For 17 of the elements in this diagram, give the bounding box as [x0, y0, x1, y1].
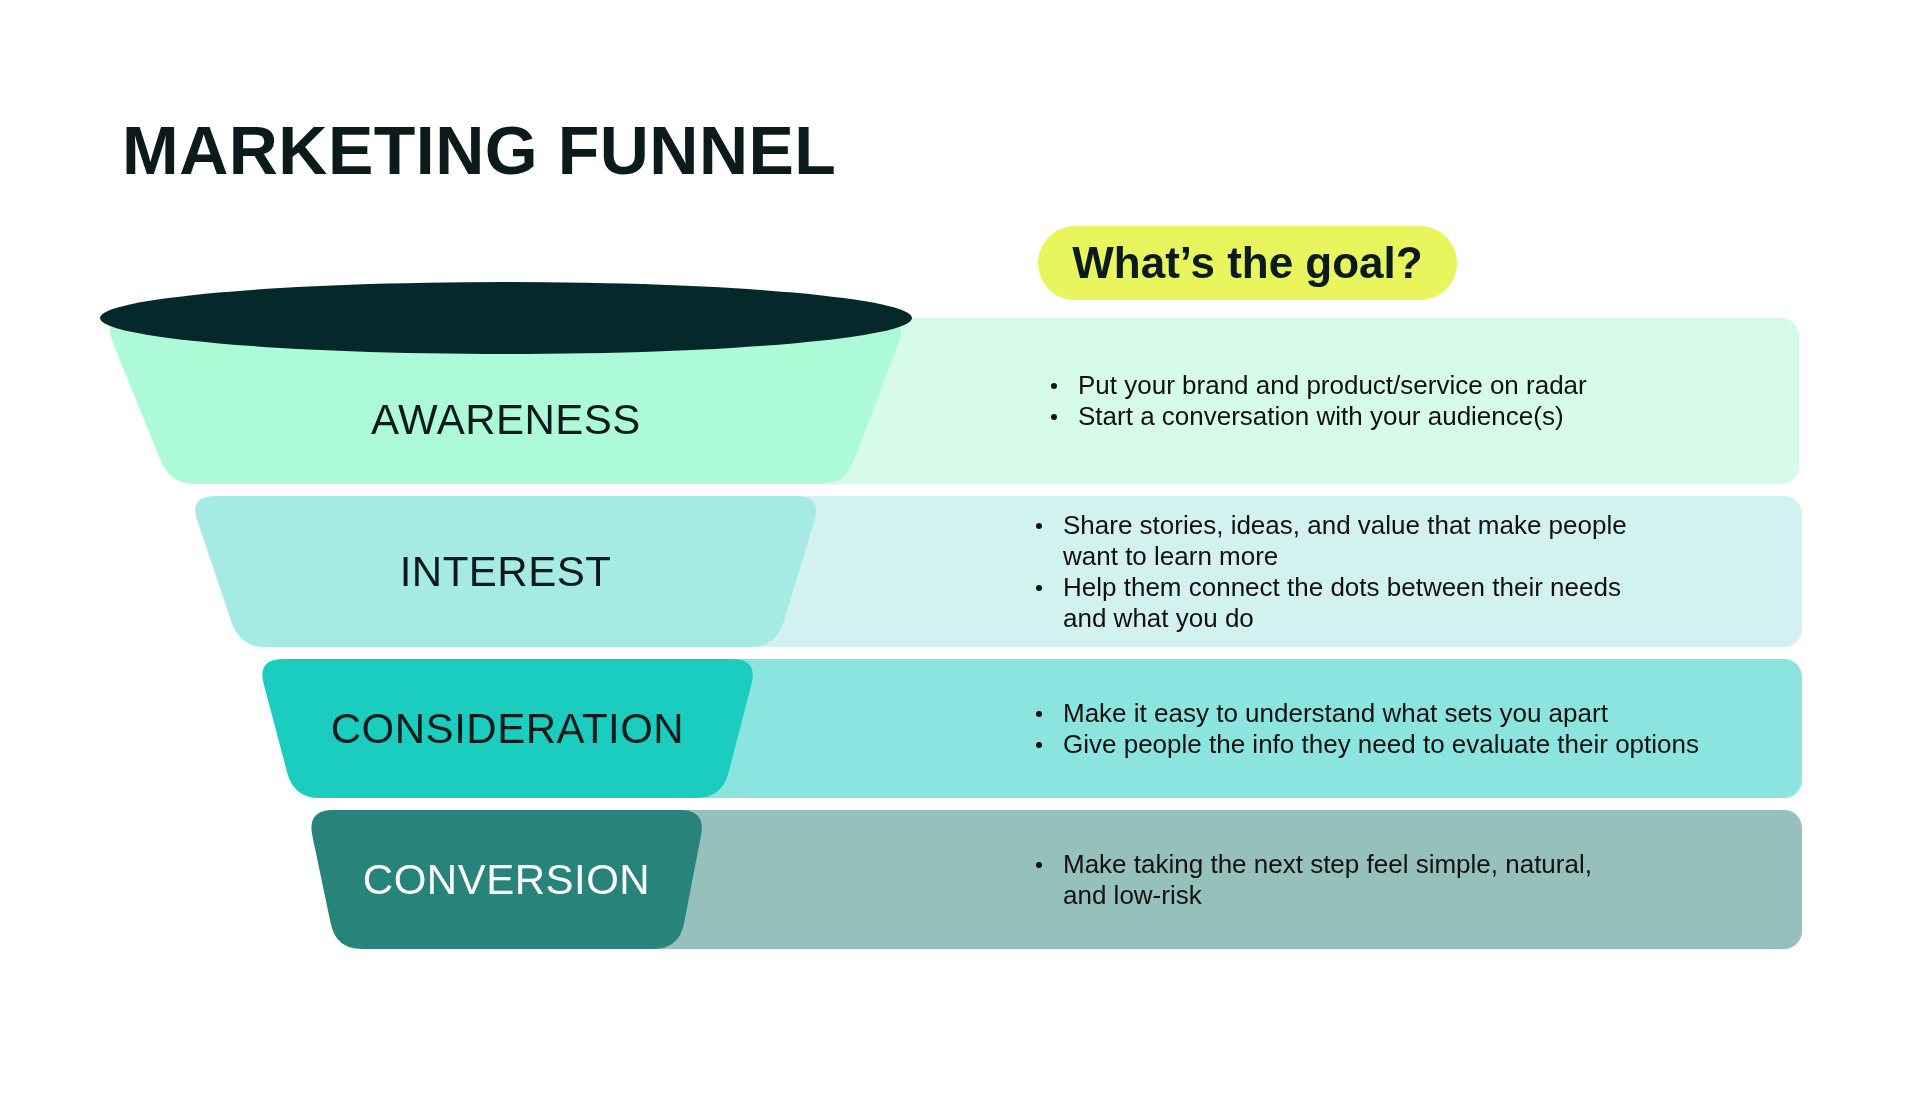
bullet-point: Put your brand and product/service on radar [1050, 370, 1750, 401]
stage-label: AWARENESS [371, 399, 641, 441]
bullet-point: Help them connect the dots between their needs and what you do [1035, 571, 1648, 634]
bullet-point: Start a conversation with your audience(s) [1050, 401, 1750, 432]
stage-label: CONVERSION [362, 858, 651, 901]
goal-band [912, 318, 1799, 484]
bullet-point: Share stories, ideas, and value that make people want to learn more [1035, 509, 1648, 572]
goal-band [706, 810, 1802, 949]
stage-label: CONSIDERATION [330, 707, 685, 750]
bullet-point: Make taking the next step feel simple, natural, and low-risk [1035, 848, 1618, 911]
title: MARKETING FUNNEL [122, 116, 837, 184]
bullet-point: Give people the info they need to evaluate their options [1035, 728, 1755, 760]
stage-label: INTEREST [399, 550, 612, 593]
bullet-point: Make it easy to understand what sets you apart [1035, 697, 1755, 729]
goal-band [822, 496, 1802, 647]
goal-band [758, 659, 1802, 798]
heading-pill: What’s the goal? [1038, 226, 1457, 300]
